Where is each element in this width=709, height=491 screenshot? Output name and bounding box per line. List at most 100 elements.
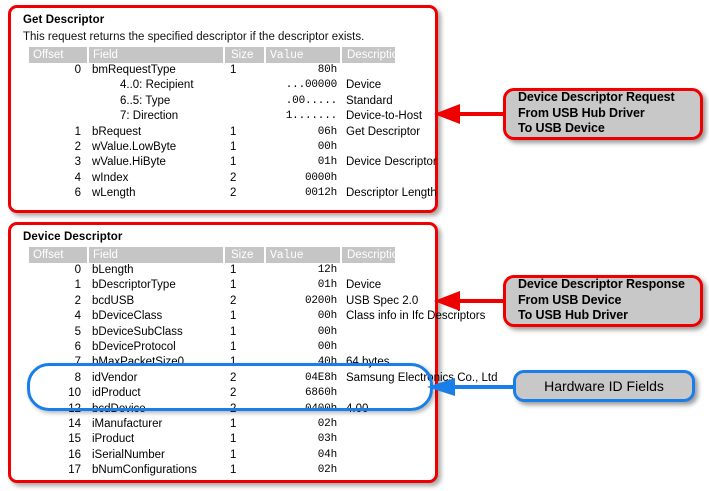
- cell-value: 40h: [317, 356, 337, 369]
- cell-size: 1: [230, 279, 237, 292]
- cell-size: 1: [230, 356, 237, 369]
- cell-description: Device: [346, 279, 382, 292]
- callout-hardware-id-fields: Hardware ID Fields: [513, 370, 695, 402]
- cell-field: iManufacturer: [92, 418, 163, 431]
- cell-size: [224, 94, 265, 109]
- cell-description: [341, 63, 395, 78]
- cell-field: bDeviceProtocol: [92, 341, 176, 354]
- cell-offset: 5: [74, 325, 81, 338]
- arrow-left-icon: [434, 291, 504, 311]
- callout-device-descriptor-response: Device Descriptor Response From USB Devi…: [503, 275, 703, 327]
- callout-line: Device Descriptor Response: [518, 277, 685, 292]
- cell-size: 1: [230, 264, 237, 276]
- callout-line: Hardware ID Fields: [544, 378, 664, 394]
- cell-offset: 17: [68, 464, 81, 477]
- cell-description: Device Descriptor: [346, 156, 437, 169]
- cell-field: bMaxPacketSize0: [92, 356, 185, 369]
- cell-offset: [29, 94, 88, 109]
- cell-description: [341, 325, 395, 340]
- cell-offset: 7: [74, 356, 81, 369]
- cell-offset: 12: [68, 402, 81, 415]
- column-header-value: Value: [265, 47, 342, 63]
- cell-field: bDeviceSubClass: [92, 325, 183, 338]
- cell-size: [224, 109, 265, 124]
- cell-field: idProduct: [92, 387, 141, 400]
- cell-offset: 10: [68, 387, 81, 400]
- cell-field: 4..0: Recipient: [120, 79, 194, 92]
- cell-value: 00h: [317, 310, 337, 323]
- cell-field: idVendor: [92, 371, 138, 384]
- device-descriptor-content: Device Descriptor Offset Field Size Valu…: [23, 230, 498, 479]
- cell-offset: 1: [74, 125, 81, 138]
- cell-offset: 16: [68, 448, 81, 461]
- cell-value: 80h: [317, 64, 337, 76]
- cell-value: 00h: [317, 341, 337, 354]
- cell-description: [341, 463, 395, 478]
- cell-size: 2: [230, 371, 237, 384]
- cell-offset: 15: [68, 433, 81, 446]
- cell-size: 1: [230, 141, 237, 154]
- cell-offset: 2: [74, 141, 81, 154]
- cell-size: 1: [230, 418, 237, 431]
- cell-value: 00h: [317, 325, 337, 338]
- cell-offset: 1: [74, 279, 81, 292]
- cell-value: 6860h: [304, 387, 337, 400]
- cell-value: 01h: [317, 279, 337, 292]
- column-header-value: Value: [265, 247, 342, 263]
- cell-size: 2: [230, 387, 237, 400]
- cell-description: Standard: [346, 94, 393, 107]
- cell-value: 02h: [317, 464, 337, 477]
- column-header-size: Size: [224, 247, 266, 263]
- cell-value: .00.....: [285, 94, 337, 107]
- column-header-field: Field: [88, 47, 225, 63]
- cell-value: 03h: [317, 433, 337, 446]
- arrow-left-icon: [427, 378, 515, 396]
- cell-description: Device: [346, 79, 382, 92]
- get-descriptor-title: Get Descriptor: [23, 14, 105, 26]
- cell-offset: 0: [74, 264, 81, 276]
- cell-size: 1: [230, 433, 237, 446]
- table-row: 15 iProduct 1 03h: [29, 432, 395, 447]
- cell-field: wValue.LowByte: [92, 141, 177, 154]
- cell-field: bmRequestType: [92, 64, 176, 76]
- cell-offset: 0: [74, 64, 81, 76]
- cell-size: [224, 78, 265, 93]
- cell-value: 04h: [317, 448, 337, 461]
- cell-field: iProduct: [92, 433, 135, 446]
- callout-device-descriptor-request: Device Descriptor Request From USB Hub D…: [503, 88, 703, 140]
- cell-field: bLength: [92, 264, 134, 276]
- cell-size: 1: [230, 125, 237, 138]
- cell-offset: [29, 109, 88, 124]
- callout-line: From USB Hub Driver: [518, 105, 645, 120]
- cell-field: wIndex: [92, 171, 129, 184]
- get-descriptor-description: This request returns the specified descr…: [23, 31, 365, 43]
- cell-field: bDeviceClass: [92, 310, 163, 323]
- table-header-row: Offset Field Size Value Description: [29, 247, 405, 263]
- get-descriptor-content: Get Descriptor This request returns the …: [23, 13, 437, 202]
- cell-description: [341, 386, 395, 401]
- cell-size: 1: [230, 310, 237, 323]
- callout-line: To USB Hub Driver: [518, 308, 628, 323]
- column-header-field: Field: [88, 247, 225, 263]
- cell-offset: 3: [74, 156, 81, 169]
- cell-size: 1: [230, 325, 237, 338]
- cell-field: bDescriptorType: [92, 279, 176, 292]
- cell-description: [341, 340, 395, 355]
- request-callout-arrow: [434, 104, 506, 124]
- cell-description: Samsung Electronics Co., Ltd: [346, 371, 498, 384]
- cell-field: 7: Direction: [120, 110, 179, 123]
- cell-description: [341, 417, 395, 432]
